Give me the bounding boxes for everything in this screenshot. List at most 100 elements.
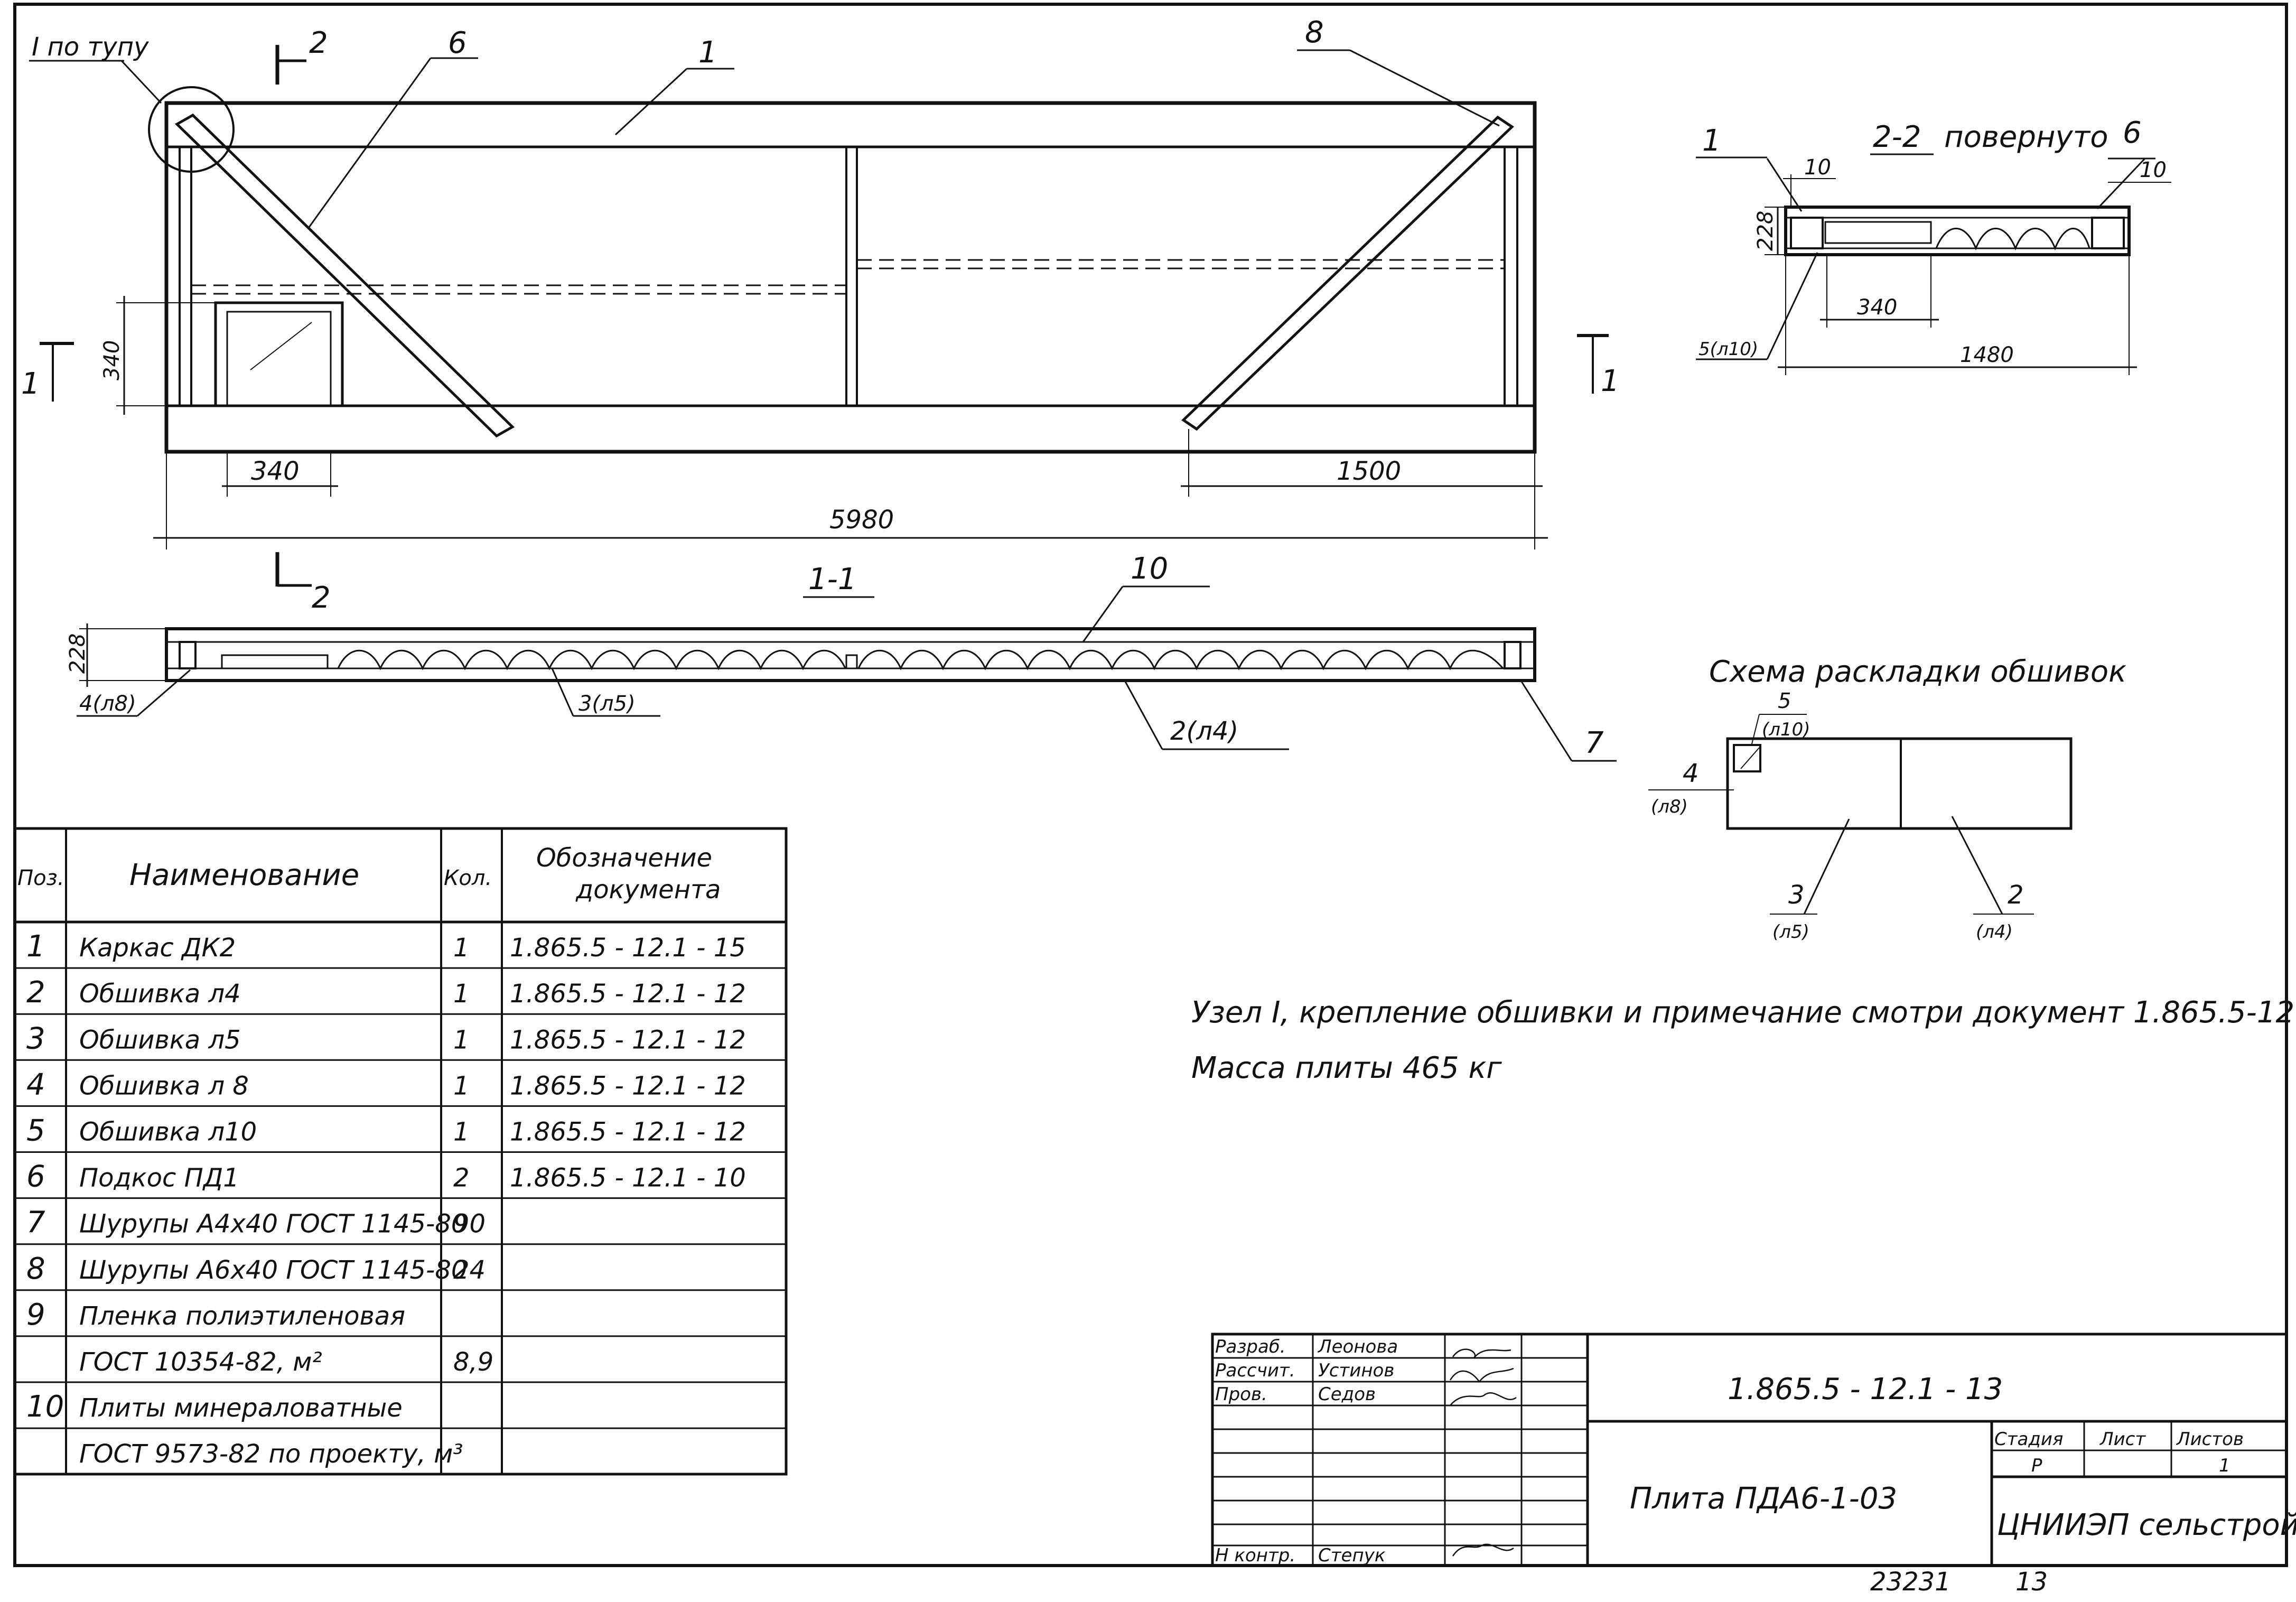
mineral-wool-left: [337, 649, 846, 670]
title-block-person: Степук: [1318, 1545, 1386, 1566]
spec-cell-name: Обшивка л5: [79, 1025, 241, 1055]
footer-inventory: 23231: [1870, 1567, 1951, 1597]
spec-cell-pos: 3: [26, 1021, 45, 1056]
leader-1: 1: [698, 35, 717, 70]
spec-cell-pos: 6: [26, 1160, 45, 1194]
sheet-frame: [13, 3, 2288, 1567]
dim-340-vertical: 340: [100, 340, 124, 380]
layout-sheet-outline: [1726, 737, 2073, 830]
spec-header-qty: Кол.: [444, 866, 492, 890]
s22-leader-6: 6: [2123, 116, 2142, 150]
layout-small-sheet: [1733, 744, 1761, 772]
spec-cell-qty: 1: [453, 1071, 470, 1101]
s22-dim-228: 228: [1753, 211, 1778, 251]
spec-header-pos: Поз.: [17, 866, 64, 890]
spec-cell-pos: 5: [26, 1114, 45, 1148]
spec-cell-doc: 1.865.5 - 12.1 - 10: [510, 1163, 746, 1193]
spec-header-doc-2: документа: [575, 875, 721, 905]
ls-label-5-sheet: (л10): [1762, 719, 1810, 740]
s22-dim-340: 340: [1857, 295, 1897, 320]
spec-table: Поз. Наименование Кол. Обозначение докум…: [13, 827, 788, 1476]
ls-label-2: 2: [2008, 880, 2024, 910]
section-2-2-subtitle: повернуто: [1944, 120, 2108, 154]
ls-label-4-sheet: (л8): [1651, 796, 1688, 817]
spec-cell-name: Обшивка л4: [79, 979, 241, 1009]
spec-cell-name: Пленка полиэтиленовая: [79, 1301, 405, 1331]
spec-cell-qty: 1: [453, 1117, 470, 1147]
title-block-role: Разраб.: [1215, 1336, 1286, 1357]
spec-cell-name: Каркас ДК2: [79, 933, 236, 963]
ls-label-5: 5: [1778, 689, 1791, 713]
leader-8: 8: [1305, 15, 1324, 50]
title-block-role: Рассчит.: [1215, 1360, 1295, 1381]
spec-cell-pos: 1: [26, 929, 45, 964]
ls-label-3-sheet: (л5): [1772, 921, 1809, 943]
spec-cell-name: ГОСТ 9573-82 по проекту, м³: [79, 1439, 463, 1469]
spec-cell-doc: 1.865.5 - 12.1 - 12: [510, 979, 746, 1009]
panel-outline: [164, 101, 1537, 454]
title-block-person: Леонова: [1317, 1336, 1398, 1357]
spec-cell-name: Подкос ПД1: [79, 1163, 239, 1193]
title-block-title: Плита ПДА6-1-03: [1630, 1482, 1897, 1516]
signature-4: [1452, 1543, 1514, 1557]
spec-cell-doc: 1.865.5 - 12.1 - 12: [510, 1071, 746, 1101]
leader-7: 7: [1585, 726, 1604, 760]
title-block-role: Н контр.: [1215, 1545, 1295, 1566]
opening-340: [214, 301, 344, 407]
brace-right: [1181, 115, 1514, 431]
spec-header-name: Наименование: [129, 858, 359, 892]
spec-cell-pos: 8: [26, 1252, 45, 1286]
section-mark-bottom: 2: [312, 581, 331, 615]
signature-3: [1450, 1392, 1517, 1406]
spec-cell-name: Шурупы А6х40 ГОСТ 1145-80: [79, 1255, 467, 1285]
signature-2: [1449, 1367, 1514, 1383]
note-line-2: Масса плиты 465 кг: [1191, 1051, 1502, 1085]
ls-label-2-sheet: (л4): [1976, 921, 2013, 943]
section-mark-top: 2: [309, 26, 328, 60]
spec-cell-pos: 7: [26, 1206, 45, 1240]
spec-cell-pos: 4: [26, 1067, 45, 1102]
leader-10: 10: [1131, 552, 1168, 586]
title-block-sheets: 1: [2219, 1455, 2230, 1476]
s22-leader-1: 1: [1702, 124, 1721, 158]
spec-cell-doc: 1.865.5 - 12.1 - 12: [510, 1025, 746, 1055]
node-i-circle: [148, 86, 235, 173]
title-block-person: Седов: [1318, 1384, 1376, 1405]
spec-cell-pos: 10: [26, 1390, 64, 1424]
section-1-1-height: 228: [66, 634, 90, 674]
spec-cell-qty: 1: [453, 1025, 470, 1055]
ls-label-3: 3: [1788, 880, 1805, 910]
spec-cell-name: Шурупы А4х40 ГОСТ 1145-80: [79, 1209, 467, 1239]
footer-page: 13: [2015, 1567, 2048, 1597]
s22-dim-10-right: 10: [2140, 158, 2167, 182]
cut-mark-right: 1: [1601, 364, 1620, 398]
spec-cell-qty: 1: [453, 979, 470, 1009]
node-i-label: I по тупу: [32, 32, 149, 62]
spec-cell-doc: 1.865.5 - 12.1 - 12: [510, 1117, 746, 1147]
brace-left: [174, 113, 515, 438]
spec-cell-qty: 8,9: [453, 1347, 493, 1377]
note-line-1: Узел I, крепление обшивки и примечание с…: [1191, 995, 2296, 1030]
s22-dim-1480: 1480: [1960, 343, 2014, 367]
title-block-person: Устинов: [1318, 1360, 1394, 1381]
s22-dim-10-left: 10: [1804, 155, 1831, 180]
title-block-doc-number: 1.865.5 - 12.1 - 13: [1728, 1372, 2003, 1407]
section-1-1: 1-1 228 10 7 4(л8) 3(л5) 2(л4): [66, 552, 1617, 762]
spec-cell-doc: 1.865.5 - 12.1 - 15: [510, 933, 746, 963]
title-block-role: Пров.: [1215, 1384, 1267, 1405]
title-block-sheet-header: Лист: [2099, 1429, 2146, 1450]
spec-cell-name: ГОСТ 10354-82, м²: [79, 1347, 322, 1377]
leader-2-l4: 2(л4): [1170, 716, 1238, 746]
ls-label-4: 4: [1683, 759, 1699, 788]
plan-view: I по тупу 6 1 8 2 2 1 1 340 3: [21, 15, 1620, 615]
title-block-stage-header: Стадия: [1994, 1429, 2063, 1450]
dim-5980: 5980: [829, 505, 894, 535]
spec-cell-qty: 24: [453, 1255, 486, 1285]
section-1-1-outline: [165, 627, 1536, 682]
mineral-wool-right: [857, 649, 1504, 670]
leader-4-l8: 4(л8): [79, 692, 136, 716]
spec-cell-pos: 2: [26, 975, 45, 1010]
